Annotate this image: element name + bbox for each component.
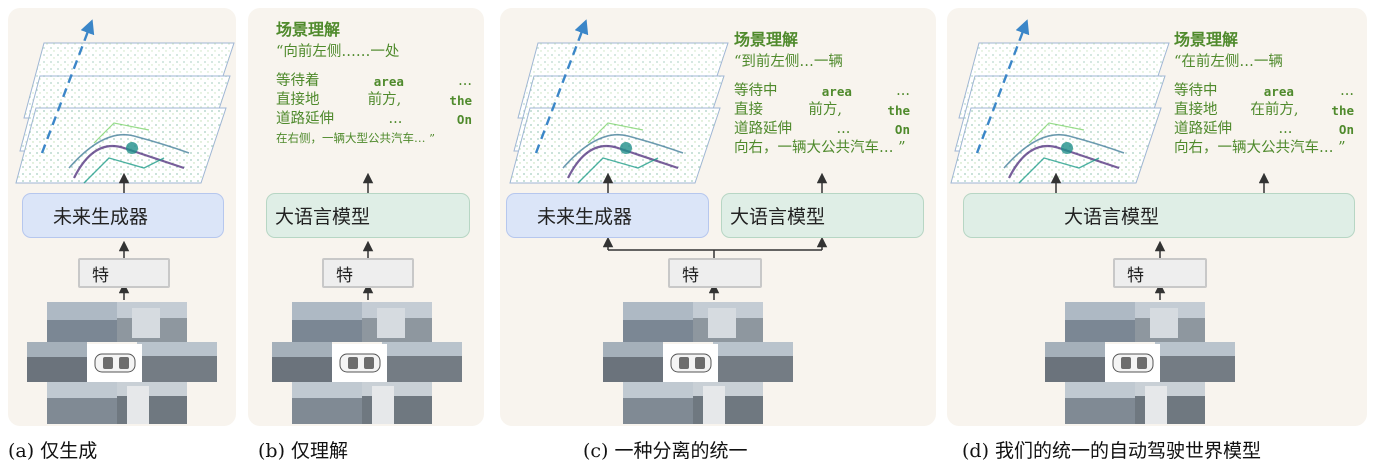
feature-label: 特 [682,265,699,286]
camera-views-d [1044,301,1236,425]
caption-b: (b) 仅理解 [258,440,349,462]
scene-line-4-tail: ... [388,111,403,127]
caption-c: (c) 一种分离的统一 [583,440,748,462]
feature-box-c: 特 [668,258,762,288]
scene-line-1: “在前左侧…一辆 [1174,54,1283,70]
llm-label: 大语言模型 [275,206,371,228]
caption-d: (d) 我们的统一的自动驾驶世界模型 [962,440,1262,462]
scene-line-3-mid: 在前方, [1250,102,1299,118]
scene-title: 场景理解 [734,30,799,49]
feature-label: 特 [336,265,353,286]
scene-line-2-tail: ... [458,73,472,89]
scene-title: 场景理解 [1174,30,1239,49]
scene-line-2-en: area [373,74,404,89]
scene-line-1: “到前左侧…一辆 [734,54,843,70]
llm-box-d: 大语言模型 [963,193,1355,238]
scene-line-3-mid: 前方, [367,92,402,108]
point-cloud-stack-c [510,26,728,183]
feature-label: 特 [92,265,109,286]
scene-line-3-zh: 直接地 [1174,102,1218,118]
scene-line-4-zh: 道路延伸 [734,121,792,137]
llm-label: 大语言模型 [730,206,826,228]
camera-views-a [26,301,218,425]
scene-line-4-zh: 道路延伸 [276,111,334,127]
scene-line-2-zh: 等待中 [734,83,778,99]
scene-line-3-zh: 直接 [734,102,763,118]
scene-title: 场景理解 [276,20,341,39]
scene-line-2-tail: ... [1340,83,1354,99]
llm-box-b: 大语言模型 [266,193,470,238]
scene-line-2-zh: 等待中 [1174,83,1218,99]
llm-label: 大语言模型 [1064,206,1160,228]
scene-line-3-mid: 前方, [808,102,843,118]
llm-box-c: 大语言模型 [721,193,924,238]
scene-line-2-en: area [821,84,852,99]
scene-line-3-zh: 直接地 [276,92,320,108]
scene-line-2-tail: ... [896,83,910,99]
scene-line-4-en: On [1338,122,1354,137]
point-cloud-stack-a [16,26,234,183]
scene-line-1: “向前左侧……一处 [276,44,400,60]
scene-line-4-tail: ... [836,121,851,137]
scene-understanding-d: 场景理解 “在前左侧…一辆 等待中 area... 直接地 在前方, the 道路延伸… [1174,30,1354,158]
scene-line-3-en: the [887,103,910,118]
scene-understanding-b: 场景理解 “向前左侧……一处 等待着 area... 直接地 前方, the 道路延伸… [276,20,472,148]
scene-line-4-en: On [894,122,910,137]
future-generator-box-a: 未来生成器 [22,193,224,238]
scene-line-3-en: the [1331,103,1354,118]
scene-line-4-zh: 道路延伸 [1174,121,1232,137]
feature-box-b: 特 [322,258,414,288]
scene-line-2-en: area [1263,84,1294,99]
future-generator-label: 未来生成器 [537,206,633,228]
future-generator-box-c: 未来生成器 [506,193,709,238]
caption-a: (a) 仅生成 [8,440,98,462]
scene-line-5: 向右，一辆大公共汽车… ” [734,140,906,156]
scene-line-5: 在右侧，一辆大型公共汽车… ” [276,131,436,145]
scene-line-5: 向右，一辆大公共汽车… ” [1174,140,1346,156]
feature-box-a: 特 [78,258,170,288]
feature-box-d: 特 [1113,258,1207,288]
future-generator-label: 未来生成器 [53,206,149,228]
scene-line-4-en: On [456,112,472,127]
point-cloud-stack-d [951,26,1169,183]
feature-label: 特 [1127,265,1144,286]
scene-line-2-zh: 等待着 [276,73,320,89]
camera-views-b [271,301,463,425]
scene-line-3-en: the [449,93,472,108]
scene-line-4-tail: ... [1278,121,1293,137]
camera-views-c [602,301,794,425]
scene-understanding-c: 场景理解 “到前左侧…一辆 等待中 area... 直接 前方, the 道路延伸..… [734,30,910,158]
